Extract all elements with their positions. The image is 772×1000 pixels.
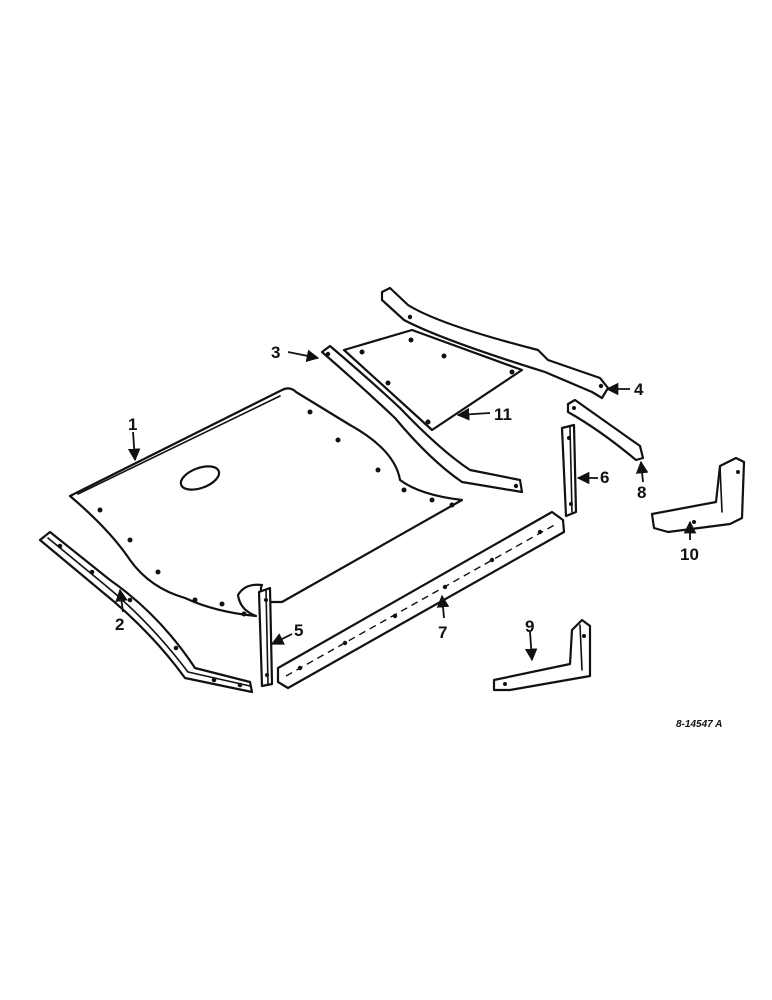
leader-lines [115,349,697,662]
callout-6: 6 [600,468,609,487]
part-9-bracket [492,618,592,692]
callout-3: 3 [271,343,280,362]
part-2-strip [38,530,254,694]
callout-7: 7 [438,623,447,642]
part-6-post [560,423,578,518]
drawing-reference-number: 8-14547 A [676,719,722,730]
callout-9: 9 [525,617,534,636]
callout-5: 5 [294,621,303,640]
part-10-bracket [650,456,746,534]
part-4-bracket [380,286,610,400]
part-7-strip [276,510,566,690]
part-3-strip [320,344,524,494]
part-8-bracket [566,398,645,462]
callout-2: 2 [115,615,124,634]
part-5-post [257,586,274,688]
callout-11: 11 [494,405,512,424]
part-11-plate [342,328,524,432]
part-1-panel [68,387,464,618]
callout-1: 1 [128,415,137,434]
callout-10: 10 [680,545,699,564]
callout-8: 8 [637,483,646,502]
callout-4: 4 [634,380,644,399]
